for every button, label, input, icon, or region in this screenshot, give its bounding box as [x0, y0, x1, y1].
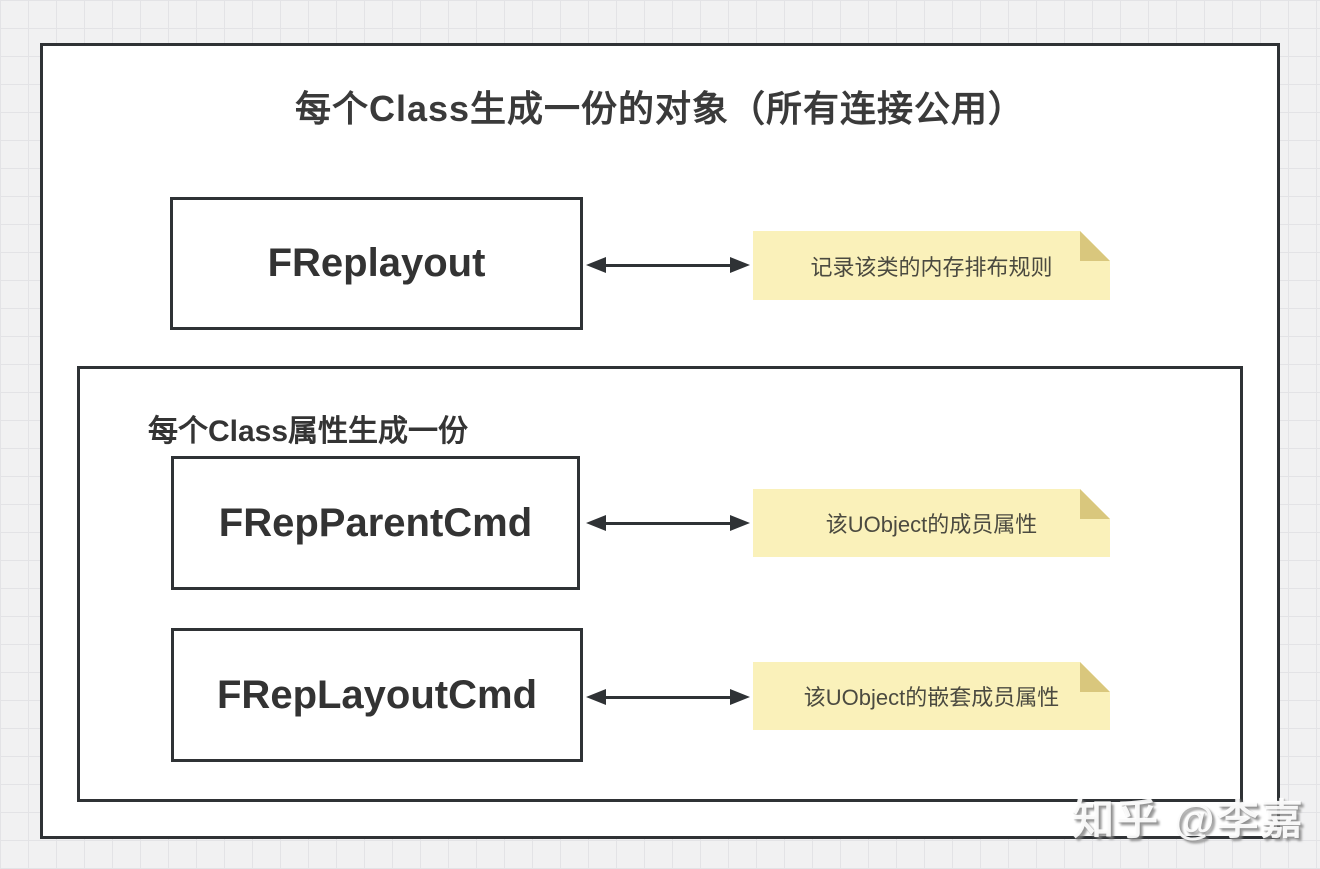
node-freplayoutcmd: FRepLayoutCmd: [171, 628, 583, 762]
arrow-shaft: [606, 695, 730, 699]
arrowhead-left-icon: [586, 689, 606, 705]
arrowhead-left-icon: [586, 257, 606, 273]
double-arrow-freplayout: [586, 256, 750, 274]
arrow-shaft: [606, 263, 730, 267]
sticky-note-nested-member-property: 该UObject的嵌套成员属性: [753, 662, 1110, 730]
sticky-note-text: 记录该类的内存排布规则: [810, 254, 1053, 280]
sticky-note-text: 该UObject的成员属性: [825, 512, 1038, 537]
sticky-note-memory-layout: 记录该类的内存排布规则: [753, 231, 1110, 300]
node-freplayout: FReplayout: [170, 197, 583, 330]
node-freplayoutcmd-label: FRepLayoutCmd: [217, 672, 537, 717]
note-fold-corner-icon: [1080, 231, 1110, 261]
node-freplayout-label: FReplayout: [267, 241, 486, 285]
note-fold-corner-icon: [1080, 662, 1110, 692]
double-arrow-frepparentcmd: [586, 514, 750, 532]
arrowhead-left-icon: [586, 515, 606, 531]
node-frepparentcmd-label: FRepParentCmd: [218, 500, 533, 545]
node-frepparentcmd: FRepParentCmd: [171, 456, 580, 590]
arrowhead-right-icon: [730, 689, 750, 705]
arrowhead-right-icon: [730, 515, 750, 531]
arrow-shaft: [606, 521, 730, 525]
diagram-title: 每个Class生成一份的对象（所有连接公用）: [294, 88, 1026, 129]
sticky-note-text: 该UObject的嵌套成员属性: [803, 685, 1060, 710]
sticky-note-member-property: 该UObject的成员属性: [753, 489, 1110, 557]
note-fold-corner-icon: [1080, 489, 1110, 519]
zhihu-watermark: 知乎 @李嘉: [1072, 796, 1305, 843]
inner-group-label: 每个Class属性生成一份: [148, 415, 469, 448]
arrowhead-right-icon: [730, 257, 750, 273]
double-arrow-freplayoutcmd: [586, 688, 750, 706]
